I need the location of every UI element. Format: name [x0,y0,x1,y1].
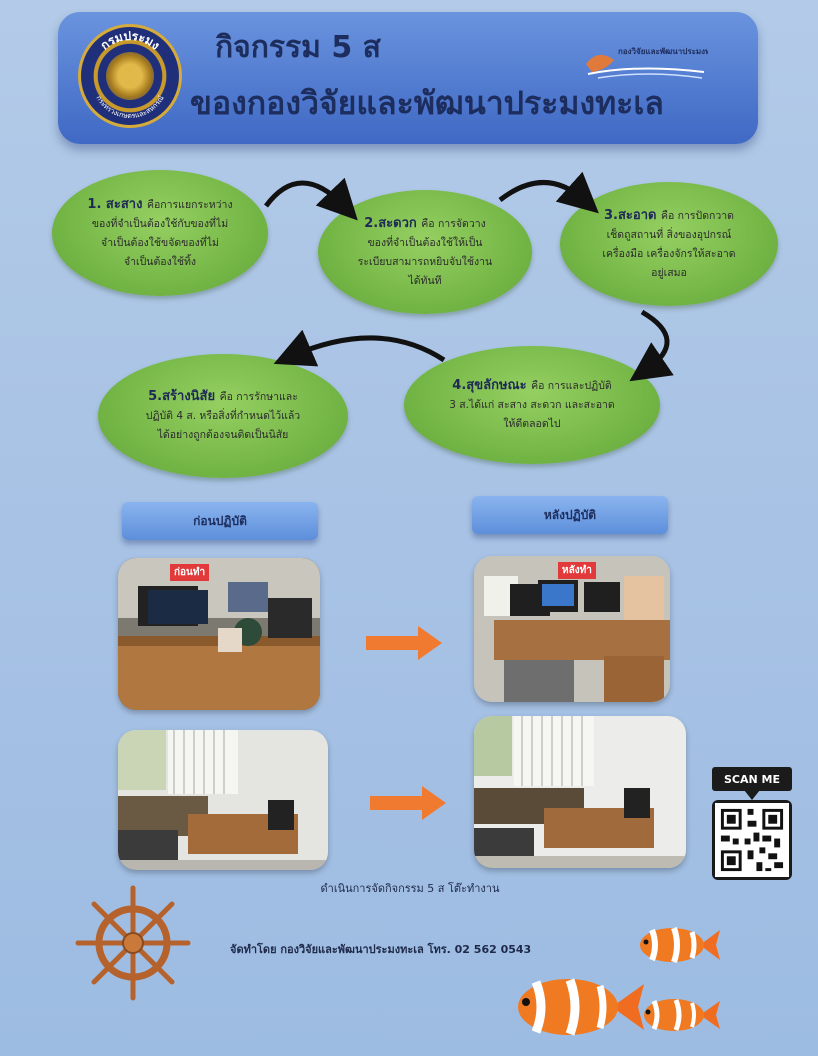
step-1-text-line: จำเป็นต้องใช้ทิ้ง [123,255,197,268]
seal-lettering: กรมประมง กระทรวงเกษตรและสหกรณ์ [94,29,165,120]
footer-credit: จัดทำโดย กองวิจัยและพัฒนาประมงทะเล โทร. … [230,943,532,956]
step-2-oval: 2.สะดวก คือ การจัดวาง ของที่จำเป็นต้องใช… [318,190,532,314]
seal-emblem-icon [106,52,154,100]
label-pointer-icon [744,790,760,800]
step-2-text-line: ได้ทันที [408,274,442,287]
step-4-text-line: 3 ส.ได้แก่ สะสาง สะดวก และสะอาด [449,399,615,411]
right-arrow-icon [366,626,442,660]
step-3-text-line: อยู่เสมอ [651,266,687,279]
before-photo-1: ก่อนทำ [118,558,320,710]
step-1-text: คือการแยกระหว่าง [146,198,233,211]
step-5-title: 5.สร้างนิสัย [148,389,220,404]
step-1-text-line: จำเป็นต้องใช้ขจัดของที่ไม่ [101,236,219,249]
scan-me-label: SCAN ME [712,767,792,791]
page-title: กิจกรรม 5 ส [215,30,381,65]
before-photo-2 [118,730,328,870]
right-arrow-icon [370,786,446,820]
office-room-after-image [474,716,686,868]
svg-text:กองวิจัยและพัฒนาประมงทะเล: กองวิจัยและพัฒนาประมงทะเล [618,47,708,56]
flow-arrows [263,171,674,382]
step-2-text-line: ของที่จำเป็นต้องใช้ให้เป็น [367,236,483,249]
ship-wheel-icon [75,885,191,1001]
step-3-text: คือ การปัดกวาด [660,209,734,222]
step-1-title: 1. สะสาง [87,196,147,212]
step-2-text: คือ การจัดวาง [421,217,486,230]
clownfish-icon [644,999,720,1031]
arrow-1-to-2-icon [263,177,358,221]
step-4-text: คือ การและปฏิบัติ [531,380,612,392]
before-label: ก่อนปฏิบัติ [122,502,318,540]
before-tag: ก่อนทำ [170,564,210,581]
division-logo-icon: กองวิจัยและพัฒนาประมงทะเล [586,47,708,79]
clownfish-icon [640,927,720,963]
office-room-before-image [118,730,328,870]
photo-caption: ดำเนินการจัดกิจกรรม 5 ส โต๊ะทำงาน [320,882,500,895]
arrow-4-to-5-icon [273,329,446,367]
step-5-text-line: ปฏิบัติ 4 ส. หรือสิ่งที่กำหนดไว้แล้ว [145,410,301,422]
after-photo-1: หลังทำ [474,556,670,702]
step-1-oval: 1. สะสาง คือการแยกระหว่าง ของที่จำเป็นต้… [52,170,268,296]
after-tag: หลังทำ [558,562,596,579]
office-desk-cluttered-image [118,558,320,710]
arrow-2-to-3-icon [498,171,599,214]
qr-code-icon[interactable] [712,800,792,880]
step-3-title: 3.สะอาด [604,207,661,223]
step-4-text-line: ให้ดีตลอดไป [503,418,561,430]
step-5-text: คือ การรักษาและ [219,391,298,403]
step-4-title: 4.สุขลักษณะ [452,378,532,393]
step-1-text-line: ของที่จำเป็นต้องใช้กับของที่ไม่ [91,217,229,230]
step-5-oval: 5.สร้างนิสัย คือ การรักษาและ ปฏิบัติ 4 ส… [98,354,348,478]
step-5-text-line: ได้อย่างถูกต้องจนติดเป็นนิสัย [157,429,289,441]
clownfish-icon [518,978,644,1036]
office-desk-tidy-image [474,556,670,702]
step-4-oval: 4.สุขลักษณะ คือ การและปฏิบัติ 3 ส.ได้แก่… [404,346,660,464]
step-3-text-line: เช็ดถูสถานที่ สิ่งของอุปกรณ์ [606,228,732,241]
page-subtitle: ของกองวิจัยและพัฒนาประมงทะเล [190,84,664,122]
arrow-3-to-4-icon [629,309,674,382]
after-photo-2 [474,716,686,868]
after-label: หลังปฏิบัติ [472,496,668,534]
step-2-title: 2.สะดวก [364,215,422,231]
step-3-text-line: เครื่องมือ เครื่องจักรให้สะอาด [602,247,736,260]
step-2-text-line: ระเบียบสามารถหยิบจับใช้งาน [357,255,493,268]
